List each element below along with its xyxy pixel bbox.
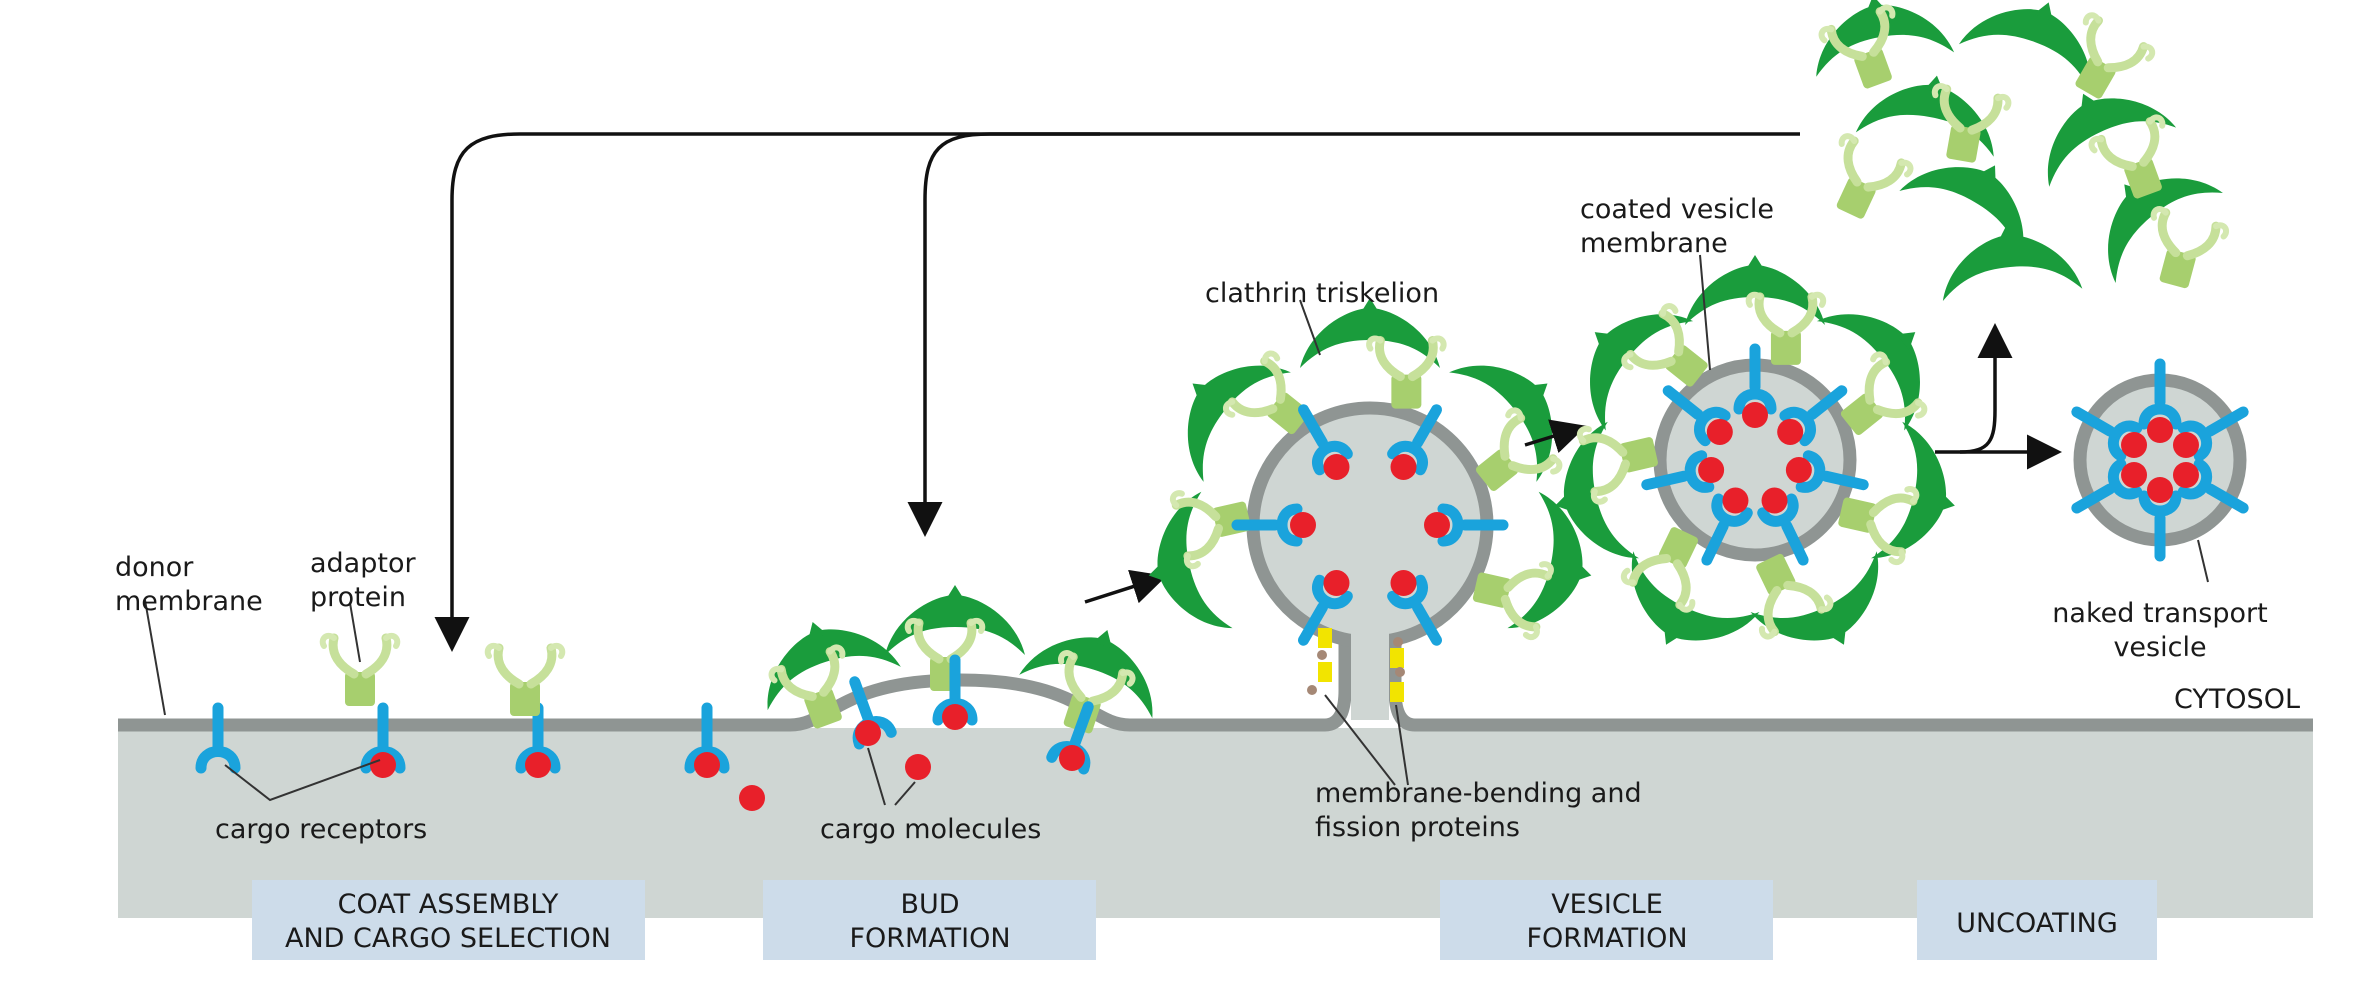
- arrow-bud-to-vesicle: [1084, 569, 1167, 604]
- arrow-to-coated-vesicle: [1524, 419, 1587, 453]
- arrow-to-uncoating: [1959, 323, 2013, 454]
- adaptor-protein-icon: [1369, 338, 1444, 408]
- cargo-molecule: [739, 785, 765, 811]
- svg-text:AND CARGO SELECTION: AND CARGO SELECTION: [285, 923, 611, 954]
- svg-text:BUD: BUD: [900, 889, 959, 920]
- stage-coat-assembly-illustration: [144, 599, 765, 811]
- svg-text:COAT ASSEMBLY: COAT ASSEMBLY: [338, 889, 559, 920]
- cargo-molecule: [1424, 512, 1450, 538]
- coated-vesicle: [1539, 254, 1971, 676]
- released-adaptor: [2137, 208, 2227, 295]
- cargo-molecule: [1323, 453, 1350, 480]
- cytosol-label: CYTOSOL: [2174, 684, 2300, 715]
- adaptor-protein-icon: [323, 636, 398, 706]
- budding-vesicle: [1133, 298, 1607, 786]
- released-coat-proteins: [1804, 0, 2227, 301]
- svg-text:FORMATION: FORMATION: [849, 923, 1010, 954]
- cargo-molecule: [1390, 453, 1417, 480]
- cargo-molecule: [1722, 487, 1749, 514]
- recycling-arrows: [434, 132, 1800, 652]
- cargo-molecule: [2121, 432, 2148, 458]
- cargo-molecule: [2172, 432, 2199, 458]
- stage-box-vesicle-formation: VESICLE FORMATION: [1440, 880, 1773, 960]
- stage-box-uncoating: UNCOATING: [1917, 880, 2157, 960]
- donor-membrane-line: [118, 603, 2313, 732]
- clathrin-segment: [885, 585, 1025, 655]
- naked-transport-vesicle: [2069, 364, 2251, 583]
- released-adaptor: [1815, 134, 1912, 229]
- cargo-molecule: [2147, 417, 2173, 443]
- recycle-arrow-to-coat-assembly: [434, 132, 1800, 652]
- stage-boxes: COAT ASSEMBLY AND CARGO SELECTION BUD FO…: [252, 880, 2157, 960]
- svg-text:UNCOATING: UNCOATING: [1956, 908, 2118, 939]
- cargo-molecules-label: cargo molecules: [820, 814, 1041, 845]
- stage-box-bud-formation: BUD FORMATION: [763, 880, 1096, 960]
- adaptor-protein-icon: [488, 646, 563, 716]
- clathrin-triskelion-label: clathrin triskelion: [1205, 278, 1439, 309]
- cargo-molecule: [1777, 418, 1804, 445]
- stage-bud-illustration: [746, 585, 1174, 806]
- cargo-molecule: [2121, 462, 2148, 488]
- cargo-molecule: [370, 752, 396, 778]
- cargo-molecule: [1323, 570, 1350, 597]
- cargo-molecule: [525, 752, 551, 778]
- stage-box-coat-assembly: COAT ASSEMBLY AND CARGO SELECTION: [252, 880, 645, 960]
- cargo-molecule: [2172, 462, 2199, 488]
- cargo-molecule: [694, 752, 720, 778]
- cargo-molecule: [1742, 402, 1768, 428]
- cargo-molecule: [1761, 487, 1788, 514]
- cargo-molecule: [1706, 418, 1733, 445]
- cargo-molecule: [1785, 457, 1812, 484]
- recycle-arrow-to-bud: [907, 132, 1100, 537]
- svg-text:VESICLE: VESICLE: [1551, 889, 1663, 920]
- released-clathrin: [1936, 219, 2083, 301]
- cargo-molecule: [1390, 570, 1417, 597]
- cargo-molecule: [1698, 457, 1725, 484]
- cargo-molecule: [2147, 477, 2173, 503]
- cargo-molecule: [1290, 512, 1316, 538]
- cargo-receptors-label: cargo receptors: [215, 814, 427, 845]
- donor-compartment: [118, 603, 2313, 918]
- svg-text:FORMATION: FORMATION: [1526, 923, 1687, 954]
